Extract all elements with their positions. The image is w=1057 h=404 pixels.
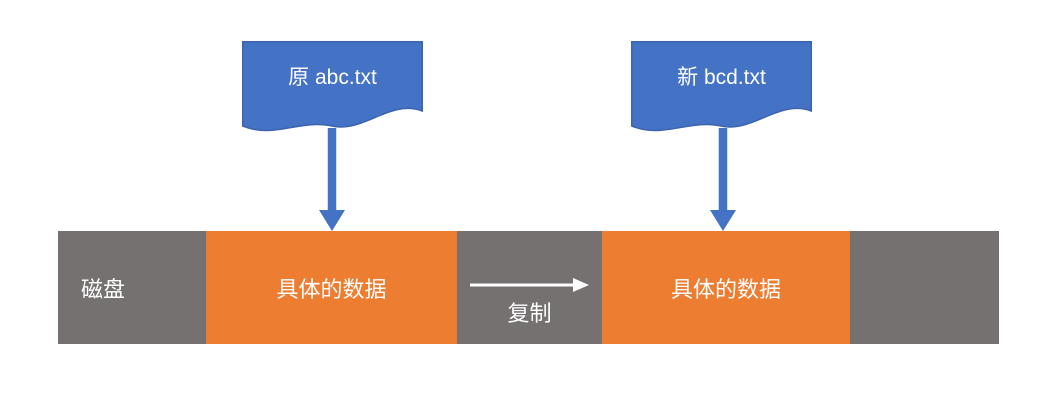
target-down-arrow-icon [710,128,736,231]
disk-bar-segment-disk: 磁盘 [58,231,206,344]
disk-bar-segment-free [850,231,999,344]
source-file-shape [242,41,423,133]
source-data-label: 具体的数据 [276,276,387,302]
target-data-label: 具体的数据 [670,276,781,302]
document-shape-icon [631,41,812,132]
document-shape-icon [242,41,423,132]
disk-bar-segment-target-data: 具体的数据 [602,231,850,344]
disk-bar-segment-copy: 复制 [457,231,602,344]
copy-right-arrow-icon [469,277,590,293]
disk-label: 磁盘 [81,276,126,302]
source-down-arrow-icon [319,128,345,231]
copy-label: 复制 [507,301,552,326]
disk-bar-segment-source-data: 具体的数据 [206,231,457,344]
target-file-shape [631,41,812,133]
